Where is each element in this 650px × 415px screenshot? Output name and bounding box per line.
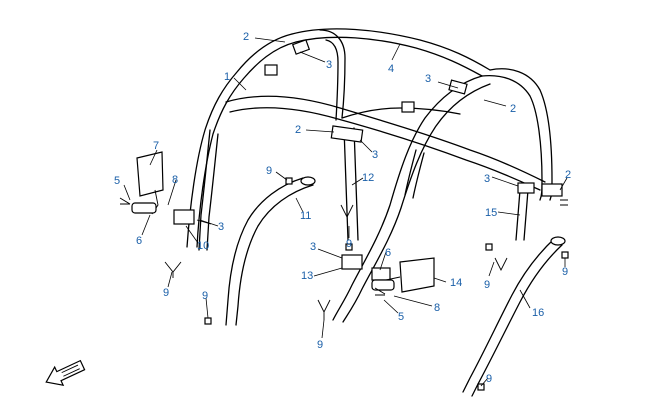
callout-2: 2 [243,31,249,43]
leader-lines [123,37,568,387]
callout-5: 5 [398,311,404,323]
top-cross-tube [291,28,491,71]
callout-7: 7 [153,140,159,152]
callout-3: 3 [310,241,316,253]
callout-14: 14 [450,277,462,289]
callout-13: 13 [301,270,313,282]
direction-arrow-icon [45,359,86,387]
callout-4: 4 [388,63,394,75]
callout-9: 9 [317,339,323,351]
callout-labels: 1 2 2 2 2 3 3 3 3 3 3 4 5 5 6 6 7 8 8 9 … [114,31,571,385]
callout-9: 9 [163,287,169,299]
left-main-hoop [186,33,293,248]
callout-3: 3 [326,59,332,71]
callout-1: 1 [224,71,230,83]
callout-10: 10 [197,240,209,252]
front-left-lower-tube [225,177,304,326]
center-pillar [343,127,349,241]
callout-2: 2 [295,124,301,136]
callout-3: 3 [425,73,431,85]
roll-cage-frame [119,28,569,397]
callout-3: 3 [218,221,224,233]
callout-8: 8 [172,174,178,186]
callout-11: 11 [300,210,311,222]
left-mirror [136,151,164,197]
callout-6: 6 [136,235,142,247]
callout-9: 9 [346,238,352,250]
callout-2: 2 [565,169,571,181]
callout-2: 2 [510,103,516,115]
right-main-hoop [332,75,483,321]
callout-6: 6 [385,247,391,259]
callout-3: 3 [484,173,490,185]
callout-9: 9 [202,290,208,302]
callout-16: 16 [532,307,544,319]
callout-5: 5 [114,175,120,187]
right-lower-tube [462,237,556,393]
callout-12: 12 [362,172,374,184]
right-mirror [399,257,435,293]
callout-9: 9 [486,373,492,385]
callout-3: 3 [372,149,378,161]
callout-9: 9 [484,279,490,291]
callout-9: 9 [266,165,272,177]
callout-15: 15 [485,207,497,219]
callout-8: 8 [434,302,440,314]
callout-9: 9 [562,266,568,278]
